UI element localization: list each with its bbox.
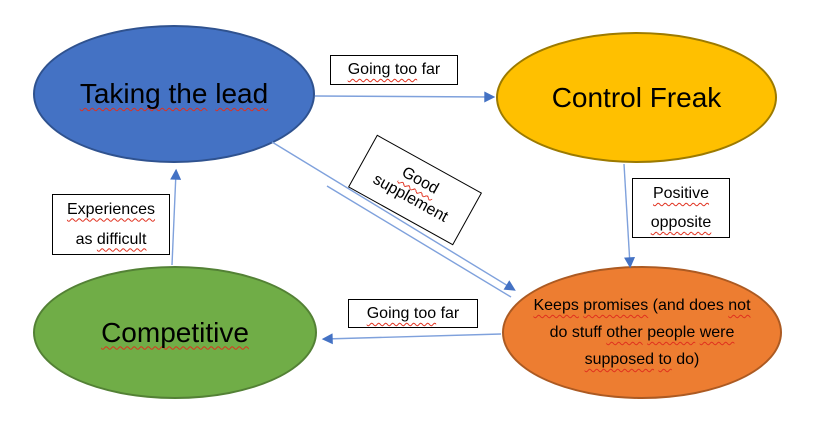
text-line: Going too far	[367, 300, 460, 327]
connector-competitive-to-taking-the-lead[interactable]	[170, 168, 182, 266]
misspelled-word: Competitive	[101, 316, 249, 348]
misspelled-word: Going too	[347, 61, 418, 78]
text-line: as difficult	[76, 225, 147, 255]
connector-keeps-promises-to-competitive[interactable]	[321, 333, 502, 345]
connector-taking-the-lead-to-keeps-promises[interactable]	[271, 141, 516, 291]
misspelled-word: Going too	[366, 305, 437, 322]
connector-good-supplement-parallel-line[interactable]	[326, 185, 512, 298]
misspelled-word: Taking the	[79, 78, 208, 109]
edge-label-experiences-as-difficult[interactable]: Experiences as difficult	[52, 194, 170, 255]
text-line: Experiences	[67, 195, 155, 225]
misspelled-word: Experiences	[66, 200, 156, 218]
text-segment: do)	[671, 351, 700, 368]
misspelled-word: difficult	[96, 230, 147, 248]
connector-taking-the-lead-to-control-freak[interactable]	[314, 91, 496, 103]
text-segment: (and does	[648, 297, 729, 314]
connector-control-freak-to-keeps-promises[interactable]	[623, 163, 636, 269]
misspelled-word: other	[606, 324, 643, 341]
misspelled-word: Keeps	[533, 297, 579, 314]
edge-label-positive-opposite[interactable]: Positive opposite	[632, 178, 730, 238]
misspelled-word: supposed	[584, 351, 654, 368]
node-competitive[interactable]: Competitive	[33, 266, 317, 399]
text-line: Positive	[653, 179, 709, 208]
node-taking-the-lead[interactable]: Taking the lead	[33, 25, 315, 163]
text-line: supposed to do)	[585, 346, 700, 373]
misspelled-word: promises	[583, 297, 649, 314]
text-line: Keeps promises (and does not	[533, 292, 750, 319]
text-line: opposite	[651, 208, 712, 237]
node-control-freak[interactable]: Control Freak	[496, 32, 777, 163]
edge-label-going-too-far-top[interactable]: Going too far	[330, 55, 458, 85]
text-segment: far	[417, 61, 441, 78]
text-segment: far	[436, 305, 460, 322]
misspelled-word: people	[647, 324, 696, 341]
misspelled-word: to	[658, 351, 672, 368]
text-segment: as	[75, 230, 97, 248]
edge-label-going-too-far-bottom[interactable]: Going too far	[348, 299, 478, 328]
text-line: do stuff other people were	[550, 319, 735, 346]
text-line: Going too far	[348, 56, 441, 84]
misspelled-word: were	[699, 324, 735, 341]
misspelled-word: opposite	[650, 214, 712, 231]
misspelled-word: Positive	[652, 185, 710, 202]
text-line: Control Freak	[552, 81, 722, 115]
misspelled-word: lead	[215, 78, 269, 109]
misspelled-word: not	[728, 297, 751, 314]
text-segment: Control Freak	[551, 81, 722, 113]
text-line: Competitive	[101, 316, 249, 350]
text-segment: do stuff	[549, 324, 607, 341]
text-line: Taking the lead	[80, 77, 268, 111]
